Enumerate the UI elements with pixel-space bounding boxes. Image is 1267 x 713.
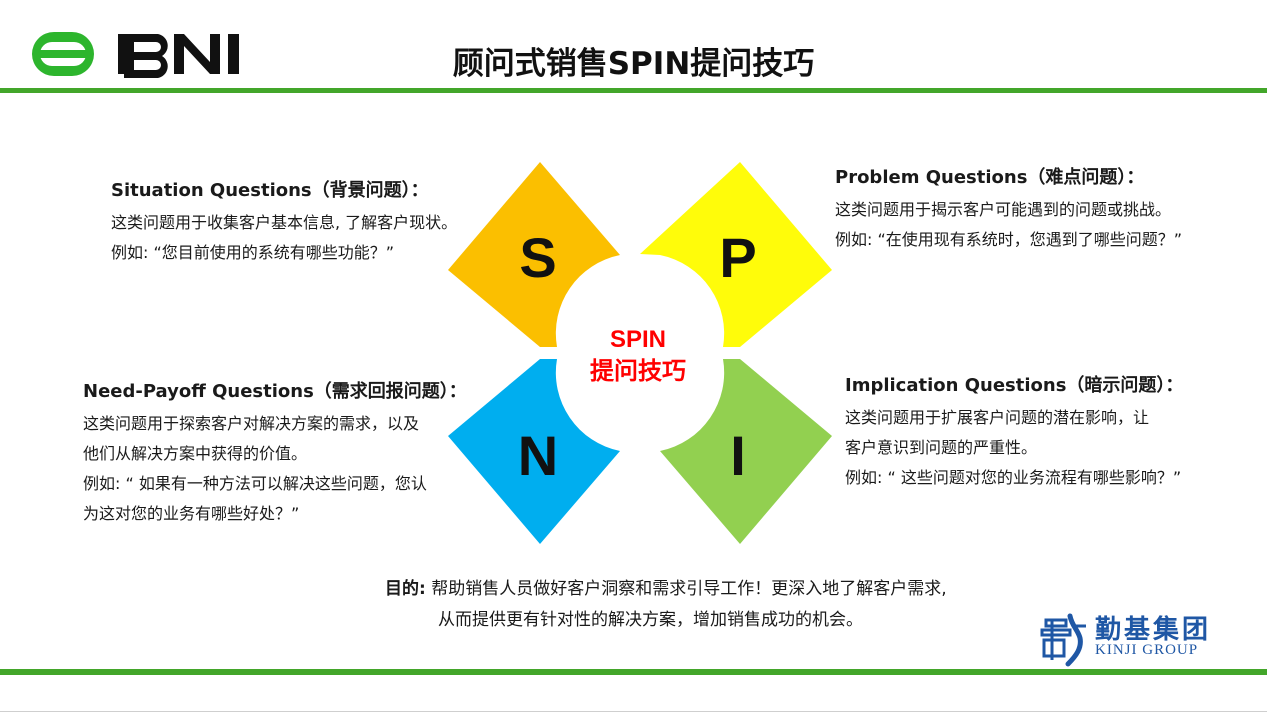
need-payoff-heading: Need-Payoff Questions（需求回报问题）：	[83, 381, 467, 402]
situation-heading: Situation Questions（背景问题）：	[111, 180, 429, 201]
need-payoff-block: Need-Payoff Questions（需求回报问题）： 这类问题用于探索客…	[83, 377, 467, 529]
problem-block: Problem Questions（难点问题）： 这类问题用于揭示客户可能遇到的…	[835, 163, 1182, 255]
letter-s: S	[519, 226, 556, 289]
footer-divider	[0, 669, 1267, 675]
implication-block: Implication Questions（暗示问题）： 这类问题用于扩展客户问…	[845, 371, 1183, 493]
implication-desc-2: 客户意识到问题的严重性。	[845, 438, 1038, 457]
purpose-block: 目的: 帮助销售人员做好客户洞察和需求引导工作！更深入地了解客户需求, 从而提供…	[385, 574, 947, 636]
letter-i: I	[730, 424, 746, 487]
need-payoff-example-1: 例如: “ 如果有一种方法可以解决这些问题，您认	[83, 474, 427, 493]
situation-example: 例如: “您目前使用的系统有哪些功能？”	[111, 243, 395, 262]
header-divider	[0, 88, 1267, 93]
problem-heading: Problem Questions（难点问题）：	[835, 167, 1145, 188]
center-label-spin: SPIN	[610, 326, 666, 353]
implication-example: 例如: “ 这些问题对您的业务流程有哪些影响？”	[845, 468, 1182, 487]
center-label-method: 提问技巧	[590, 357, 686, 385]
situation-block: Situation Questions（背景问题）： 这类问题用于收集客户基本信…	[111, 176, 457, 268]
letter-p: P	[719, 226, 756, 289]
quadrant-i: I	[660, 359, 832, 544]
need-payoff-desc-2: 他们从解决方案中获得的价值。	[83, 444, 308, 463]
quadrant-n: N	[448, 359, 620, 544]
kinji-logo-mark	[1040, 613, 1086, 667]
kinji-name-cn: 勤基集团	[1095, 615, 1212, 645]
implication-desc-1: 这类问题用于扩展客户问题的潜在影响，让	[845, 408, 1150, 427]
need-payoff-example-2: 为这对您的业务有哪些好处？”	[83, 504, 300, 523]
quadrant-s: S	[448, 162, 620, 347]
problem-example: 例如: “在使用现有系统时，您遇到了哪些问题？”	[835, 230, 1183, 249]
letter-n: N	[518, 424, 558, 487]
implication-heading: Implication Questions（暗示问题）：	[845, 375, 1184, 396]
purpose-label: 目的:	[385, 579, 426, 599]
spin-diagram: S P N I SPIN 提问技巧	[448, 162, 832, 544]
need-payoff-desc-1: 这类问题用于探索客户对解决方案的需求，以及	[83, 414, 420, 433]
footer-thin-line	[0, 711, 1267, 712]
quadrant-p: P	[640, 162, 832, 347]
center-circle	[562, 275, 718, 431]
page-title: 顾问式销售SPIN提问技巧	[452, 46, 815, 82]
purpose-line-2: 从而提供更有针对性的解决方案，增加销售成功的机会。	[438, 610, 863, 630]
situation-desc: 这类问题用于收集客户基本信息, 了解客户现状。	[111, 213, 458, 232]
sbni-logo	[32, 32, 239, 78]
problem-desc: 这类问题用于揭示客户可能遇到的问题或挑战。	[835, 200, 1172, 219]
purpose-line-1: 帮助销售人员做好客户洞察和需求引导工作！更深入地了解客户需求,	[431, 579, 947, 599]
kinji-name-en: KINJI GROUP	[1095, 642, 1199, 658]
